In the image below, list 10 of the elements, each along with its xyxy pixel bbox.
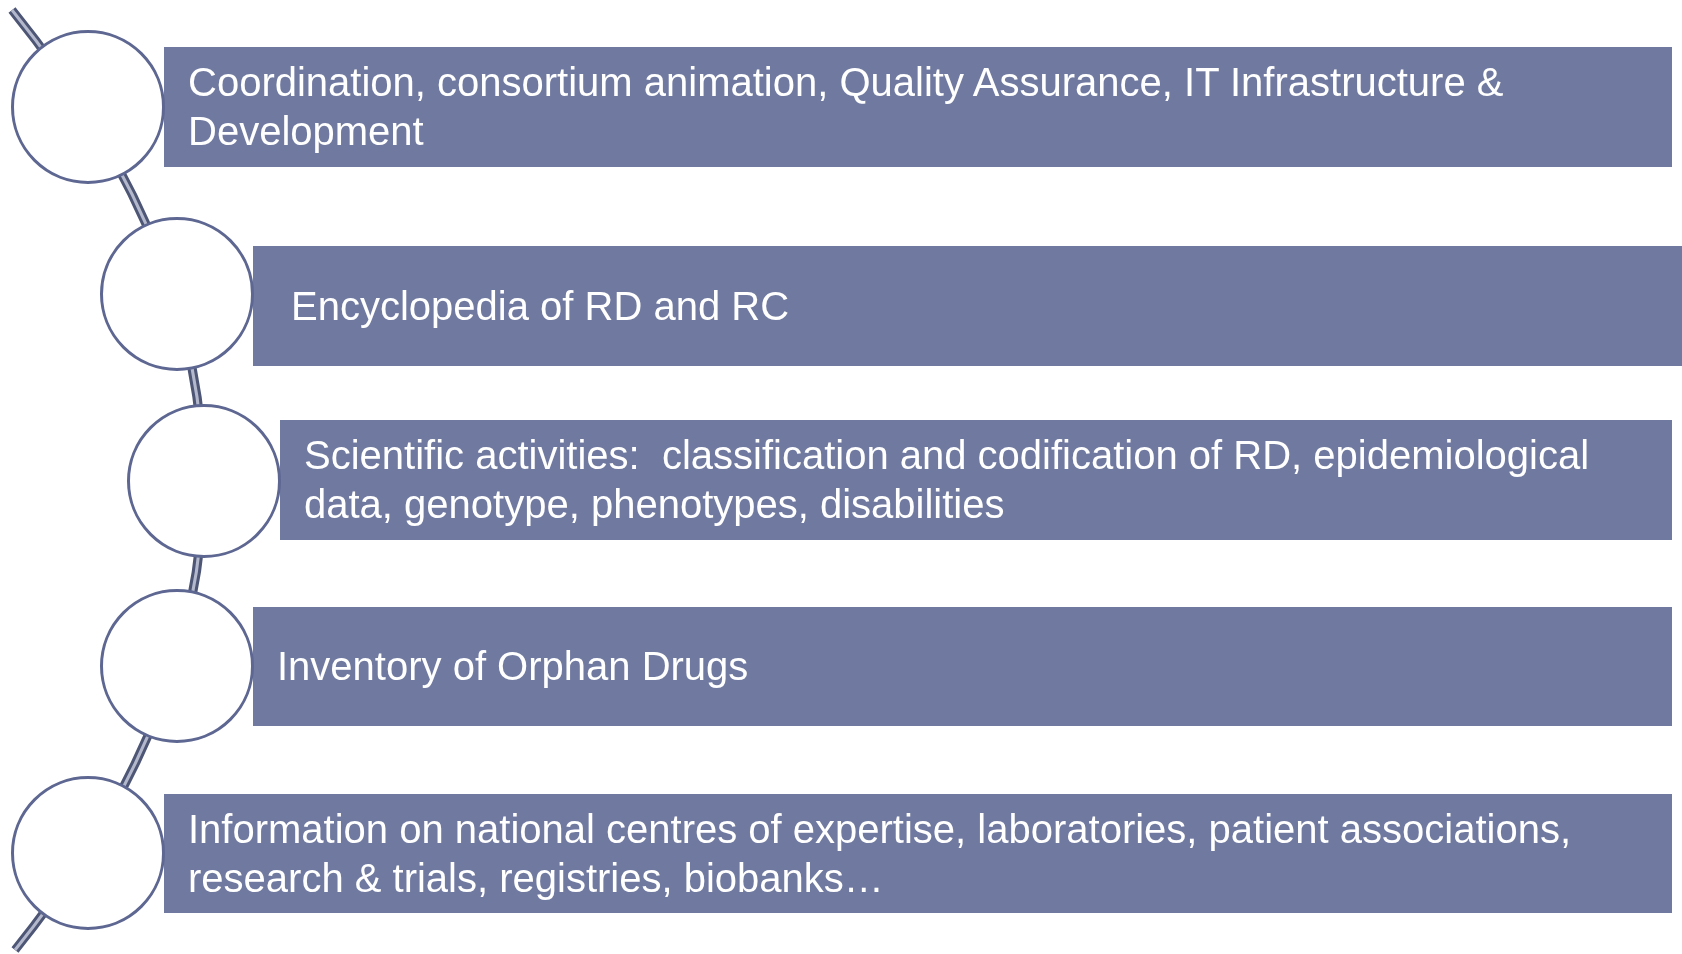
bar-text: Information on national centres of expertise, laboratories, patient associations, research & trials, registries, biobanks…	[188, 805, 1572, 902]
list-bar	[164, 47, 1672, 167]
list-bar	[280, 420, 1672, 540]
list-bar	[164, 794, 1672, 913]
bar-text: Inventory of Orphan Drugs	[277, 643, 749, 691]
list-bar	[253, 607, 1672, 726]
bar-text: Coordination, consortium animation, Quality Assurance, IT Infrastructure & Development	[188, 59, 1505, 155]
bar-text: Scientific activities: classification and codification of RD, epidemiological data, genotype, phenotypes, disabilities	[304, 432, 1591, 528]
list-bar	[253, 246, 1682, 366]
bar-text: Encyclopedia of RD and RC	[291, 282, 790, 330]
